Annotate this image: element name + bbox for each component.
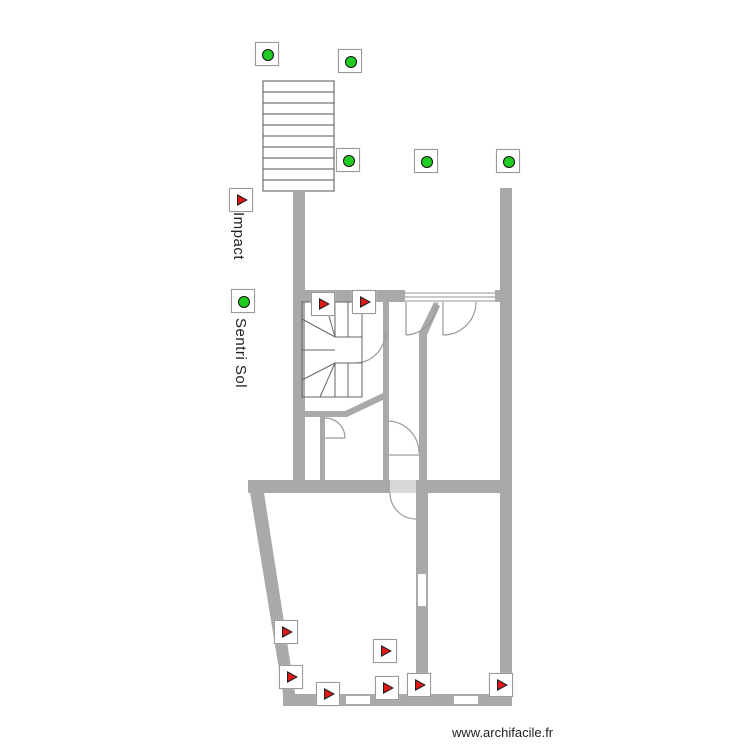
red-triangle-icon — [324, 688, 335, 700]
green-dot-icon — [238, 296, 250, 308]
impact-marker[interactable] — [489, 673, 513, 697]
interior-staircase — [301, 301, 363, 398]
red-triangle-icon — [383, 682, 394, 694]
walls — [248, 188, 512, 706]
impact-marker[interactable] — [316, 682, 340, 706]
legend-sentri-label: Sentri Sol — [232, 318, 249, 389]
green-dot-icon — [262, 49, 274, 61]
red-triangle-icon — [319, 298, 330, 310]
impact-marker[interactable] — [373, 639, 397, 663]
impact-marker[interactable] — [274, 620, 298, 644]
sentri-sol-marker[interactable] — [414, 149, 438, 173]
impact-marker[interactable] — [352, 290, 376, 314]
green-dot-icon — [421, 156, 433, 168]
watermark: www.archifacile.fr — [452, 725, 554, 740]
sentri-sol-marker[interactable] — [338, 49, 362, 73]
green-dot-icon — [343, 155, 355, 167]
impact-marker[interactable] — [279, 665, 303, 689]
sentri-sol-marker[interactable] — [231, 289, 255, 313]
sentri-sol-marker[interactable] — [336, 148, 360, 172]
red-triangle-icon — [287, 671, 298, 683]
sentri-sol-marker[interactable] — [496, 149, 520, 173]
red-triangle-icon — [415, 679, 426, 691]
sentri-sol-marker[interactable] — [255, 42, 279, 66]
impact-marker[interactable] — [229, 188, 253, 212]
impact-marker[interactable] — [407, 673, 431, 697]
green-dot-icon — [503, 156, 515, 168]
impact-marker[interactable] — [375, 676, 399, 700]
green-dot-icon — [345, 56, 357, 68]
red-triangle-icon — [381, 645, 392, 657]
red-triangle-icon — [237, 194, 248, 206]
red-triangle-icon — [360, 296, 371, 308]
red-triangle-icon — [282, 626, 293, 638]
exterior-staircase — [262, 80, 335, 192]
legend-impact-label: Impact — [230, 212, 247, 261]
impact-marker[interactable] — [311, 292, 335, 316]
red-triangle-icon — [497, 679, 508, 691]
